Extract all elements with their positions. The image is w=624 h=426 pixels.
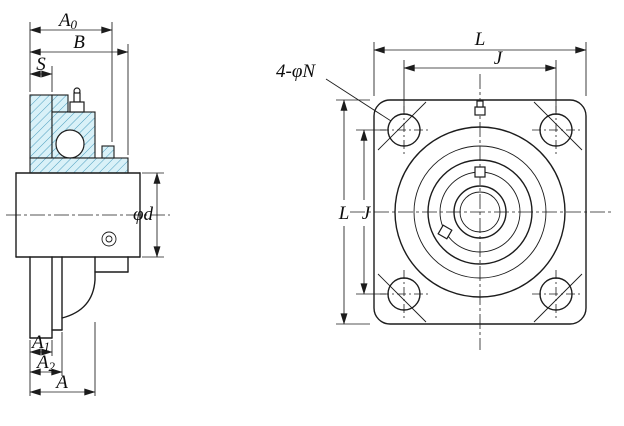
dim-label-j-top: J [494,48,504,69]
dim-label-a1: A1 [30,332,50,354]
grease-fitting-front [474,100,486,116]
front-view: L J L J 4-φN [276,29,612,350]
side-view: A0 B S φd A1 A2 A [6,10,170,396]
set-screws-front [437,166,486,240]
dim-label-bolt-holes: 4-φN [276,61,316,82]
dim-label-phid: φd [133,204,154,225]
collar-circle [453,185,507,239]
front-view-dimensions: L J L J 4-φN [276,29,587,325]
flange-body [373,99,587,325]
set-screw-section [101,145,115,159]
housing-recess-circle [413,145,547,279]
bolt-holes [380,106,580,318]
dim-label-j-left: J [362,203,372,224]
side-view-outline [15,172,141,339]
set-screw-hole-inner [105,235,113,243]
dim-label-l-left: L [338,203,350,224]
bore-circle [459,191,501,233]
set-screw-top [474,166,486,178]
dim-label-s: S [36,54,46,75]
set-screw-hole [101,231,117,247]
housing-step-section [51,94,69,113]
grease-nipple-base [69,101,85,113]
set-screw-lower-left [437,224,453,240]
dim-label-a: A [54,372,68,393]
side-view-dimensions: A0 B S φd A1 A2 A [29,10,164,396]
outer-ring-circle [427,159,533,265]
bolt-hole-leader-line [325,78,392,122]
corner-chamfers [377,101,583,323]
inner-ring-section [29,157,129,174]
dim-label-a0: A0 [57,10,78,32]
dim-label-b: B [73,32,85,53]
housing-outer-circle [394,126,566,298]
dim-label-l-top: L [474,29,486,50]
bearing-circles [394,126,566,298]
housing-boss-lower-arc [61,256,96,319]
flange-plate-section [29,94,53,159]
grease-fitting-side [69,87,85,113]
grease-nipple-stem [73,92,81,103]
bearing-ball [55,129,85,159]
dim-label-a2: A2 [35,352,56,374]
